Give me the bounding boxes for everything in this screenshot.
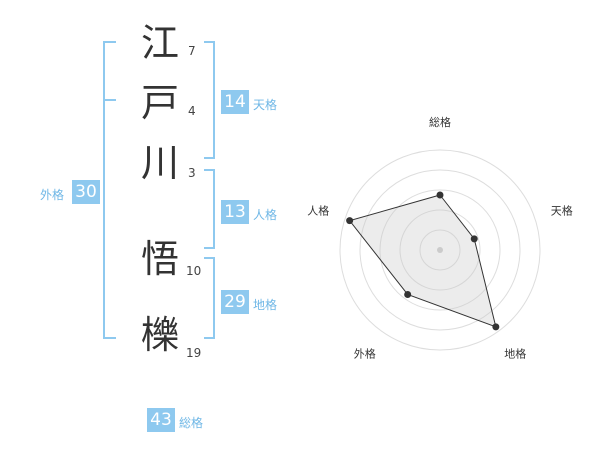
radar-ring-2 <box>399 209 481 291</box>
tenkaku-label: 天格 <box>253 98 278 112</box>
name-char-3: 川 <box>141 141 180 185</box>
soukaku-badge: 43 <box>147 408 175 432</box>
radar-point-3 <box>492 323 500 331</box>
stroke-count-4: 10 <box>186 264 202 278</box>
stroke-count-5: 19 <box>186 346 202 360</box>
name-char-4: 悟 <box>141 237 180 281</box>
tenkaku-badge: 14 <box>221 90 249 114</box>
tenkaku-bracket <box>204 41 215 159</box>
radar-point-4 <box>404 290 412 298</box>
name-char-1: 江 <box>141 21 180 65</box>
radar-ring-5 <box>339 149 541 351</box>
stroke-count-1: 7 <box>188 44 196 58</box>
radar-center <box>437 247 443 253</box>
soukaku-label: 総格 <box>179 416 204 430</box>
jinkaku-badge: 13 <box>221 200 249 224</box>
radar-axis-label-4: 外格 <box>354 347 376 361</box>
jinkaku-bracket <box>204 169 215 249</box>
name-char-2: 戸 <box>141 81 180 125</box>
radar-axis-label-2: 天格 <box>551 203 573 217</box>
jinkaku-label: 人格 <box>253 208 278 222</box>
gaikaku-label: 外格 <box>40 188 65 202</box>
gaikaku-badge: 30 <box>72 180 100 204</box>
radar-axis-label-3: 地格 <box>504 347 526 361</box>
radar-point-5 <box>346 217 354 225</box>
radar-area <box>348 194 497 328</box>
radar-point-2 <box>470 235 478 243</box>
radar-point-1 <box>436 191 444 199</box>
radar-axis-label-1: 総格 <box>429 115 451 129</box>
radar-ring-3 <box>379 189 501 311</box>
radar-axis-label-5: 人格 <box>307 203 329 217</box>
chikaku-badge: 29 <box>221 290 249 314</box>
gaikaku-bracket <box>103 41 116 339</box>
stroke-count-3: 3 <box>188 166 196 180</box>
chikaku-bracket <box>204 257 215 339</box>
radar-ring-1 <box>419 229 461 271</box>
name-char-5: 櫟 <box>141 313 180 357</box>
stroke-count-2: 4 <box>188 104 196 118</box>
chikaku-label: 地格 <box>253 298 278 312</box>
radar-ring-4 <box>359 169 521 331</box>
